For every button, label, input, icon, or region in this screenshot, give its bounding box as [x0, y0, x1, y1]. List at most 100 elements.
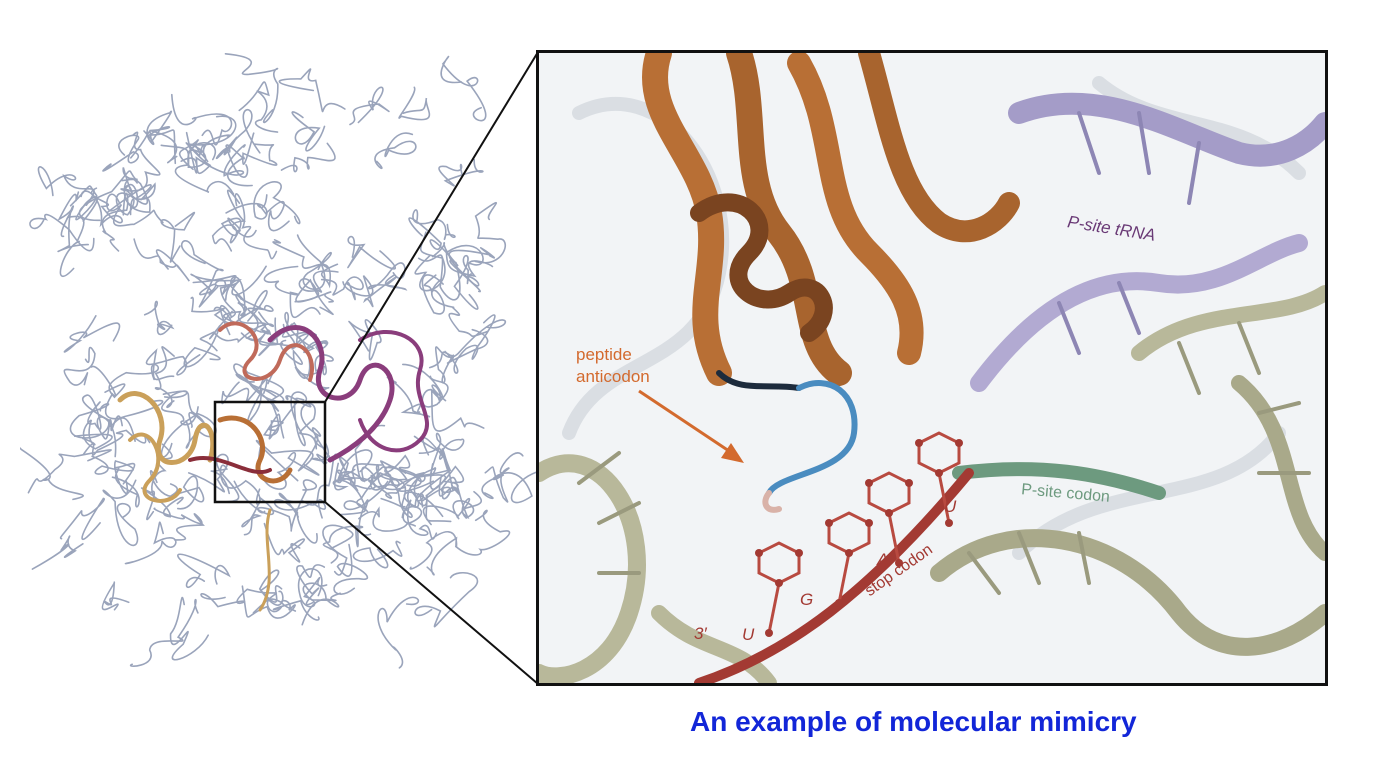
rrna-strand	[377, 596, 419, 669]
rrna-strand	[225, 181, 301, 225]
rrna-strand	[211, 217, 242, 252]
rrna-strand	[183, 310, 233, 368]
rrna-strand	[266, 598, 320, 621]
rrna-strand	[336, 449, 383, 483]
rrna-strand	[69, 403, 136, 442]
rrna-strand	[181, 240, 224, 308]
rrna-strand	[273, 498, 327, 544]
rrna-strand	[455, 509, 511, 556]
rrna-strand	[310, 440, 331, 465]
rrna-strand	[294, 270, 339, 303]
stop-codon-nucleotides	[694, 431, 974, 683]
rrna-strand	[59, 208, 85, 277]
rrna-strand	[481, 470, 540, 504]
rrna-strand	[31, 535, 84, 570]
rrna-strand	[263, 265, 321, 318]
rrna-strand	[235, 373, 285, 439]
rrna-strand	[160, 211, 196, 263]
rrna-strand	[199, 311, 275, 352]
nucleotide-u2-label: U	[944, 497, 957, 516]
rrna-strand	[123, 177, 156, 213]
rrna-strand	[278, 68, 346, 113]
rrna-strand	[290, 391, 312, 447]
rrna-strand	[101, 581, 130, 611]
rrna-strand	[80, 187, 123, 228]
rrna-strand	[256, 194, 290, 232]
rrna-strand	[141, 487, 184, 521]
nucleotide-u-label: U	[742, 625, 755, 644]
p-site-codon-strand	[952, 462, 1166, 500]
rrna-strand	[484, 452, 524, 503]
rrna-strand	[178, 134, 231, 171]
rrna-strand	[124, 521, 177, 565]
rrna-strand	[409, 530, 458, 576]
nucleotide-a-label: A	[877, 550, 889, 569]
zoom-region-box	[213, 400, 327, 504]
rrna-strand	[368, 460, 426, 499]
rrna-strand	[268, 395, 300, 440]
rrna-strand	[57, 191, 89, 253]
zoom-detail-panel	[536, 50, 1328, 686]
rrna-strand	[299, 402, 332, 460]
rrna-strand	[27, 449, 112, 494]
release-factor-protein	[641, 53, 1020, 513]
figure-caption: An example of molecular mimicry	[690, 706, 1137, 737]
rrna-strand	[333, 468, 377, 490]
rrna-strand	[177, 553, 231, 589]
rrna-strand	[280, 142, 336, 173]
rrna-strand	[174, 142, 235, 195]
rrna-strand	[192, 274, 246, 307]
rrna-strand	[258, 321, 299, 356]
rrna-strand	[221, 364, 278, 405]
rrna-strand	[398, 86, 431, 121]
rrna-strand	[234, 193, 278, 260]
rrna-strand	[257, 479, 318, 532]
rrna-strand	[258, 569, 284, 606]
rrna-strand	[82, 429, 151, 456]
rrna-strand	[296, 564, 326, 606]
rrna-strand	[414, 571, 479, 628]
rrna-strand	[171, 93, 233, 146]
rrna-strand	[453, 254, 479, 310]
rrna-strand	[160, 390, 199, 426]
rrna-strand	[20, 446, 84, 501]
rrna-strand	[129, 598, 199, 667]
rrna-strand	[111, 462, 140, 508]
peptide-anticodon-arrow	[638, 389, 744, 463]
rrna-strand	[333, 543, 369, 595]
rrna-strand	[320, 276, 364, 301]
rrna-strand	[225, 144, 253, 187]
rrna-strand	[102, 479, 139, 547]
ribosome-overview-image	[20, 53, 540, 669]
rrna-strand	[169, 596, 209, 661]
rrna-strand	[255, 435, 326, 482]
rrna-strand	[352, 540, 403, 569]
rrna-strand	[258, 446, 320, 490]
rrna-strand	[73, 419, 113, 450]
rrna-strand	[263, 522, 305, 563]
rrna-strand	[102, 134, 140, 172]
rrna-strand	[145, 348, 201, 381]
rrna-strand	[106, 193, 164, 227]
rrna-strand	[224, 53, 279, 124]
rrna-strand	[91, 455, 134, 495]
rrna-strand	[226, 189, 257, 238]
rrna-strand	[106, 184, 152, 216]
rrna-strand	[82, 394, 109, 431]
rrna-strand	[154, 346, 175, 409]
rrna-strand	[448, 246, 496, 287]
rrna-strand	[440, 55, 487, 122]
rrna-strand	[438, 158, 484, 187]
rrna-strand	[242, 132, 278, 166]
rrna-strand	[146, 126, 178, 165]
rrna-strand	[104, 363, 159, 399]
p-site-trna-ribbon	[970, 92, 1325, 392]
detail-structure-image	[539, 53, 1325, 683]
peptide-anticodon-label: peptide anticodon	[576, 344, 650, 388]
peptide-label-line1: peptide	[576, 345, 632, 364]
nucleotide-g-label: G	[800, 590, 814, 609]
peptide-label-line2: anticodon	[576, 367, 650, 386]
three-prime-label: 3′	[694, 624, 707, 643]
rrna-strand	[349, 86, 390, 126]
rrna-strand	[133, 238, 190, 282]
